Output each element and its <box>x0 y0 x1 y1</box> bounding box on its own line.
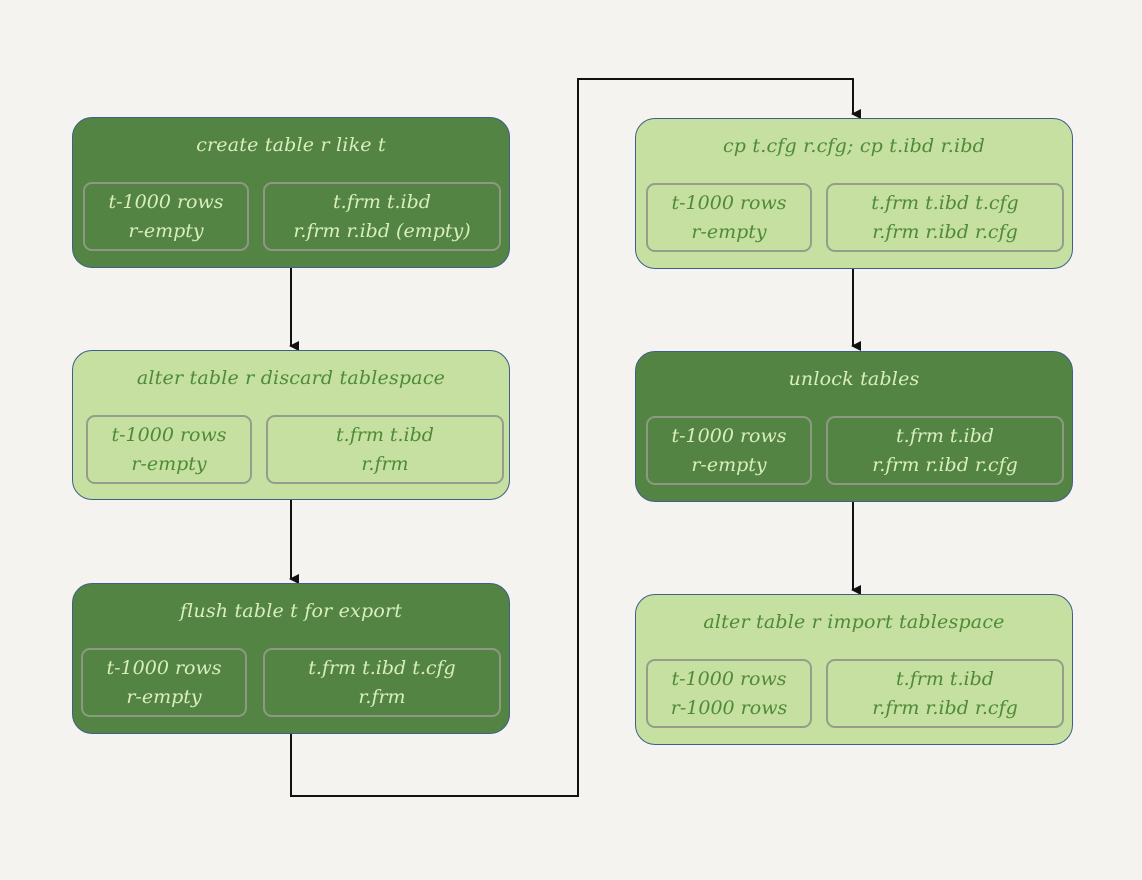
file-list-line: t.frm t.ibd t.cfg <box>871 191 1019 214</box>
row-count-line: r-empty <box>691 220 767 243</box>
file-list-line: r.frm r.ibd (empty) <box>293 219 471 242</box>
row-count-line: t-1000 rows <box>671 667 787 690</box>
step-create-table: create table r like t t-1000 rows r-empt… <box>72 117 510 268</box>
row-count-line: t-1000 rows <box>106 656 222 679</box>
step-import-tablespace: alter table r import tablespace t-1000 r… <box>635 594 1073 745</box>
row-count-panel: t-1000 rows r-empty <box>646 183 812 252</box>
row-count-line: t-1000 rows <box>108 190 224 213</box>
row-count-panel: t-1000 rows r-empty <box>86 415 252 484</box>
file-list-line: t.frm t.ibd <box>333 190 431 213</box>
row-count-panel: t-1000 rows r-1000 rows <box>646 659 812 728</box>
row-count-line: t-1000 rows <box>671 191 787 214</box>
row-count-panel: t-1000 rows r-empty <box>81 648 247 717</box>
step-title: flush table t for export <box>179 600 403 622</box>
row-count-line: r-empty <box>691 453 767 476</box>
step-title: alter table r import tablespace <box>703 611 1005 633</box>
row-count-panel: t-1000 rows r-empty <box>646 416 812 485</box>
file-list-line: t.frm t.ibd t.cfg <box>308 656 456 679</box>
row-count-line: t-1000 rows <box>111 423 227 446</box>
step-title: cp t.cfg r.cfg; cp t.ibd r.ibd <box>722 135 986 157</box>
step-title: unlock tables <box>788 368 920 390</box>
step-flush-table: flush table t for export t-1000 rows r-e… <box>72 583 510 734</box>
step-discard-tablespace: alter table r discard tablespace t-1000 … <box>72 350 510 500</box>
file-list-panel: t.frm t.ibd t.cfg r.frm <box>263 648 501 717</box>
file-list-panel: t.frm t.ibd r.frm r.ibd r.cfg <box>826 416 1064 485</box>
row-count-line: r-empty <box>128 219 204 242</box>
row-count-panel: t-1000 rows r-empty <box>83 182 249 251</box>
file-list-line: t.frm t.ibd <box>896 667 994 690</box>
row-count-line: r-empty <box>131 452 207 475</box>
step-title: create table r like t <box>196 134 386 156</box>
step-title: alter table r discard tablespace <box>136 367 446 389</box>
step-copy-files: cp t.cfg r.cfg; cp t.ibd r.ibd t-1000 ro… <box>635 118 1073 269</box>
file-list-line: r.frm r.ibd r.cfg <box>872 453 1018 476</box>
file-list-line: r.frm r.ibd r.cfg <box>872 696 1018 719</box>
file-list-line: r.frm <box>358 685 406 708</box>
file-list-line: r.frm <box>361 452 409 475</box>
file-list-line: t.frm t.ibd <box>896 424 994 447</box>
file-list-line: r.frm r.ibd r.cfg <box>872 220 1018 243</box>
row-count-line: r-1000 rows <box>670 696 788 719</box>
connector-step3-to-step4 <box>290 78 861 797</box>
row-count-line: t-1000 rows <box>671 424 787 447</box>
file-list-panel: t.frm t.ibd r.frm r.ibd (empty) <box>263 182 501 251</box>
file-list-panel: t.frm t.ibd r.frm <box>266 415 504 484</box>
file-list-panel: t.frm t.ibd r.frm r.ibd r.cfg <box>826 659 1064 728</box>
step-unlock-tables: unlock tables t-1000 rows r-empty t.frm … <box>635 351 1073 502</box>
file-list-line: t.frm t.ibd <box>336 423 434 446</box>
row-count-line: r-empty <box>126 685 202 708</box>
file-list-panel: t.frm t.ibd t.cfg r.frm r.ibd r.cfg <box>826 183 1064 252</box>
